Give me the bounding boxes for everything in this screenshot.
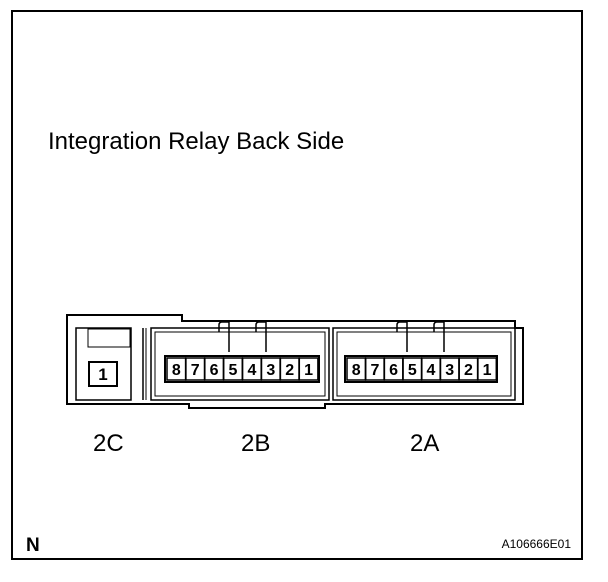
pin-cell-2a-1	[477, 357, 498, 381]
connector-label-2a: 2A	[410, 430, 440, 457]
pin-cell-2b-1	[298, 357, 319, 381]
north-marker: N	[26, 535, 40, 556]
pin-cell-2c-1	[88, 361, 118, 387]
pin-number-2a-5: 5	[408, 362, 417, 379]
figure-id: A106666E01	[501, 537, 571, 551]
connector-2c-housing	[75, 327, 147, 401]
pin-number-2b-8: 8	[172, 362, 181, 379]
connector-label-2c: 2C	[93, 430, 124, 457]
pin-number-2b-1: 1	[304, 362, 313, 379]
pin-number-2a-1: 1	[483, 362, 492, 379]
pin-number-2a-2: 2	[464, 362, 473, 379]
pin-number-2a-4: 4	[427, 362, 436, 379]
pin-number-2b-2: 2	[285, 362, 294, 379]
pin-number-2a-6: 6	[389, 362, 398, 379]
pin-number-2b-5: 5	[229, 362, 238, 379]
pin-number-2a-7: 7	[370, 362, 379, 379]
pin-number-2b-4: 4	[247, 362, 256, 379]
pin-number-2b-6: 6	[210, 362, 219, 379]
pin-number-2b-3: 3	[266, 362, 275, 379]
diagram-title: Integration Relay Back Side	[48, 128, 345, 155]
connector-label-2b: 2B	[241, 430, 271, 457]
pin-number-2c-1: 1	[98, 365, 107, 384]
connector-2b-housing	[150, 321, 330, 401]
pin-number-2a-8: 8	[352, 362, 361, 379]
figure-frame: Integration Relay Back Side 1 8	[11, 10, 583, 560]
pin-number-2a-3: 3	[445, 362, 454, 379]
connector-2a-housing	[332, 321, 516, 401]
pin-number-2b-7: 7	[191, 362, 200, 379]
